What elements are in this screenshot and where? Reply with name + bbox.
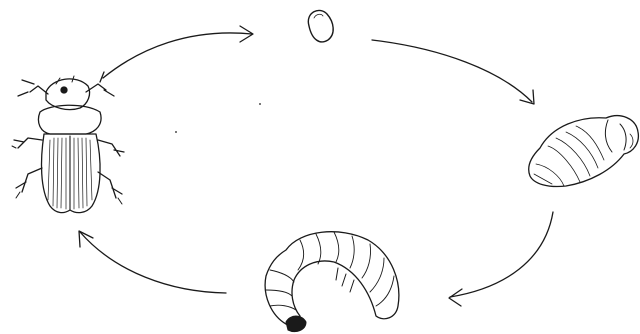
arrow-egg-to-pupa <box>372 40 534 104</box>
arrow-pupa-to-larva <box>449 212 553 306</box>
pupa-icon <box>529 116 639 187</box>
arrow-adult-to-egg <box>103 26 253 78</box>
arrow-larva-to-adult <box>79 231 226 293</box>
beetle-icon <box>12 72 124 213</box>
speck-marks <box>175 103 261 133</box>
grub-icon <box>265 232 399 332</box>
egg-icon <box>308 10 333 41</box>
